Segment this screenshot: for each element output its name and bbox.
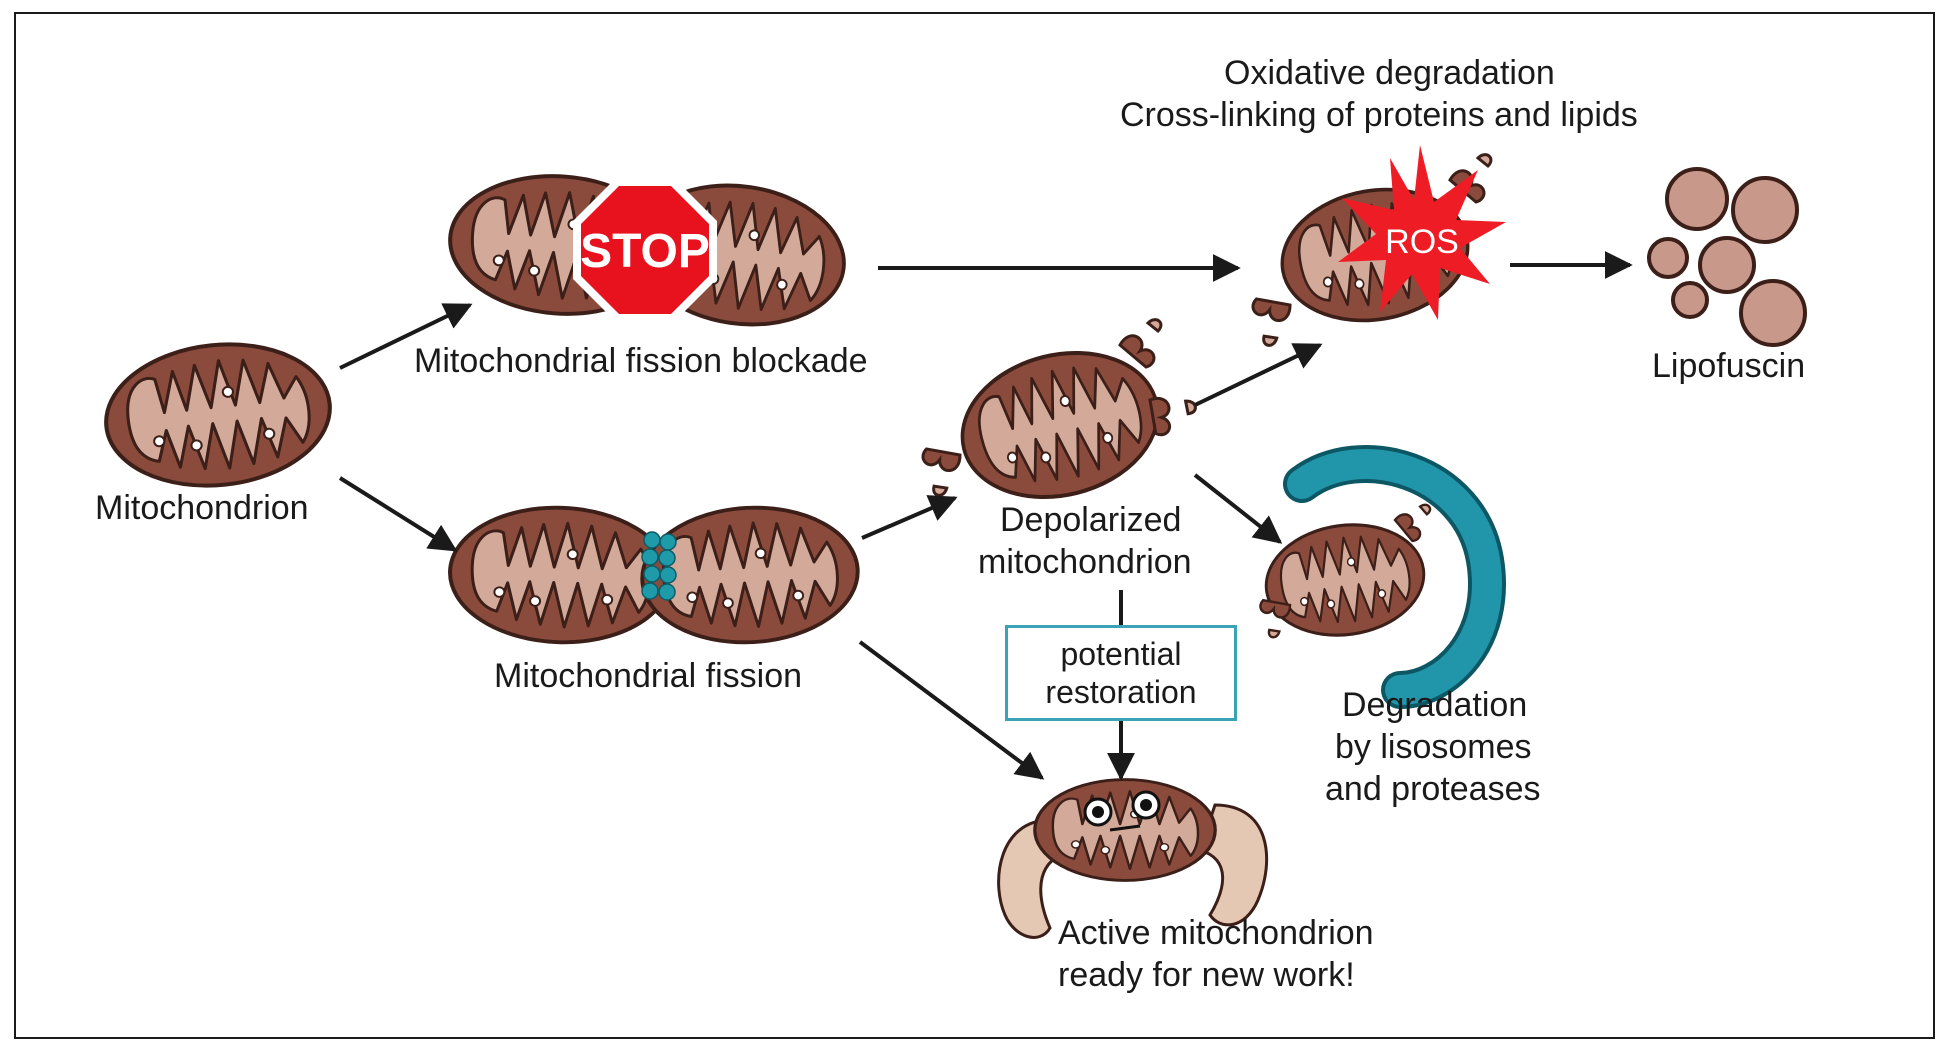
arrow-depolarized-to-lysosome <box>1193 473 1283 544</box>
stop-sign-icon <box>573 178 717 322</box>
figure-frame <box>14 12 1935 1039</box>
label-lipofuscin: Lipofuscin <box>1652 347 1806 385</box>
pathway-arrows <box>338 251 1633 781</box>
label-restoration-line1: potential <box>1060 636 1182 672</box>
label-mitochondrion: Mitochondrion <box>95 489 309 527</box>
label-fission-blockade: Mitochondrial fission blockade <box>414 342 868 380</box>
label-active-line1: Active mitochondrion <box>1058 914 1374 952</box>
label-degradation-line3: and proteases <box>1325 770 1541 808</box>
arrow-to-blockade <box>339 303 473 370</box>
label-oxidative-line2: Cross-linking of proteins and lipids <box>1120 96 1638 134</box>
lysosome-icon <box>1283 445 1506 709</box>
arrow-depolarized-to-oxidized <box>1194 343 1323 407</box>
depolarized-mitochondrion-icon <box>912 318 1200 519</box>
label-degradation-line2: by lisosomes <box>1335 728 1532 766</box>
potential-restoration-box: potential restoration <box>1005 625 1237 721</box>
label-restoration-line2: restoration <box>1045 674 1197 710</box>
stop-sign-label: STOP <box>580 225 710 278</box>
degrading-mitochondrion-icon <box>1251 498 1433 647</box>
lipofuscin-granules-icon <box>1647 167 1807 347</box>
label-oxidative-line1: Oxidative degradation <box>1224 54 1555 92</box>
arrow-to-fission <box>338 476 458 552</box>
fission-constriction-dots-icon <box>641 531 677 601</box>
label-depolarized-line1: Depolarized <box>1000 501 1182 539</box>
label-fission: Mitochondrial fission <box>494 657 803 695</box>
label-active-line2: ready for new work! <box>1058 956 1355 994</box>
mitochondrion-icon <box>99 334 337 497</box>
active-mitochondrion-icon <box>997 777 1269 939</box>
label-depolarized-line2: mitochondrion <box>978 543 1192 581</box>
arrow-fission-to-active <box>858 640 1045 780</box>
ros-label: ROS <box>1385 223 1459 261</box>
arrow-fission-to-depolarized <box>861 495 958 540</box>
label-degradation-line1: Degradation <box>1342 686 1528 724</box>
ros-burst-icon <box>1338 145 1506 320</box>
